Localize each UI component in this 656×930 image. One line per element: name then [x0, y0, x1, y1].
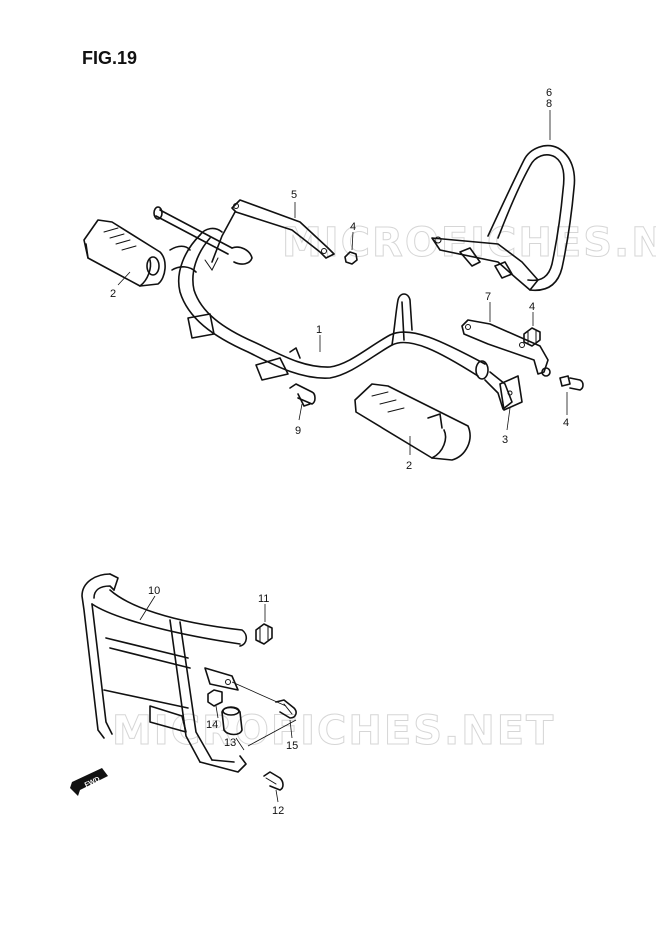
callout-2-right: 2	[406, 460, 412, 472]
bolt-right	[559, 375, 584, 391]
callout-14: 14	[206, 719, 218, 731]
front-guard	[81, 573, 248, 773]
callout-3: 3	[502, 434, 508, 446]
washer	[207, 689, 223, 707]
grab-rail	[431, 144, 576, 292]
callout-4-right: 4	[563, 417, 569, 429]
fwd-arrow: FWD	[70, 768, 108, 796]
figure-title: FIG.19	[82, 48, 137, 68]
watermark-upper: MICROFICHES.NET	[282, 220, 656, 266]
callout-8: 8	[546, 98, 552, 110]
right-bracket	[461, 319, 551, 377]
step-pad-right	[354, 383, 471, 461]
callout-4-middle: 4	[529, 301, 535, 313]
callout-7: 7	[485, 291, 491, 303]
callout-labels: 1 2 2 3 4 4 4 5 6 7 8 9 10 11 12 13 14 1…	[110, 87, 569, 817]
callout-12: 12	[272, 805, 284, 817]
bolt-lower	[263, 771, 284, 791]
callout-4-top: 4	[350, 221, 356, 233]
nut-lower	[255, 623, 273, 645]
bolt-left	[289, 383, 316, 407]
callout-6: 6	[546, 87, 552, 99]
callout-9: 9	[295, 425, 301, 437]
nut-middle	[523, 327, 541, 347]
upper-bracket	[231, 199, 335, 259]
plate	[499, 375, 523, 411]
callout-1: 1	[316, 324, 322, 336]
nut-top	[344, 251, 358, 265]
callout-11: 11	[258, 593, 269, 605]
step-pad-left	[83, 219, 166, 287]
collar	[221, 706, 243, 736]
callout-10: 10	[148, 585, 160, 597]
leader-lines	[117, 110, 568, 803]
main-footrest-bar	[153, 206, 513, 410]
callout-15: 15	[286, 740, 298, 752]
callout-13: 13	[224, 737, 236, 749]
callout-2-left: 2	[110, 288, 116, 300]
callout-5: 5	[291, 189, 297, 201]
